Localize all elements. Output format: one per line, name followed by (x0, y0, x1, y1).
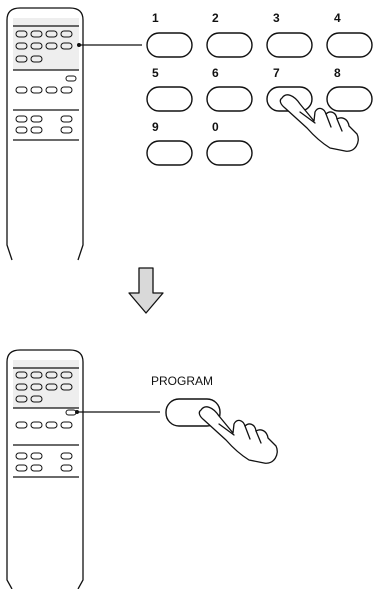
step2-leader-line (75, 410, 160, 414)
number-button-6[interactable] (206, 86, 253, 112)
number-label-4: 4 (334, 11, 341, 25)
number-button-2[interactable] (206, 32, 253, 58)
program-label: PROGRAM (151, 374, 213, 388)
step1-leader-line (77, 43, 142, 47)
number-label-8: 8 (334, 66, 341, 80)
number-button-8[interactable] (326, 86, 373, 112)
number-label-1: 1 (152, 11, 159, 25)
number-label-9: 9 (152, 120, 159, 134)
number-button-0[interactable] (206, 140, 253, 166)
down-arrow-icon (128, 267, 164, 314)
number-button-1[interactable] (146, 32, 193, 58)
number-label-2: 2 (212, 11, 219, 25)
step1-remote-control (6, 7, 84, 261)
number-label-7: 7 (273, 66, 280, 80)
step2-remote-control (6, 349, 84, 589)
number-label-5: 5 (152, 66, 159, 80)
number-label-3: 3 (273, 11, 280, 25)
number-button-3[interactable] (266, 32, 313, 58)
number-button-5[interactable] (146, 86, 193, 112)
pointing-hand-icon (279, 94, 359, 152)
pointing-hand-icon (198, 406, 278, 464)
number-label-0: 0 (212, 120, 219, 134)
number-label-6: 6 (212, 66, 219, 80)
number-button-4[interactable] (326, 32, 373, 58)
number-button-9[interactable] (146, 140, 193, 166)
